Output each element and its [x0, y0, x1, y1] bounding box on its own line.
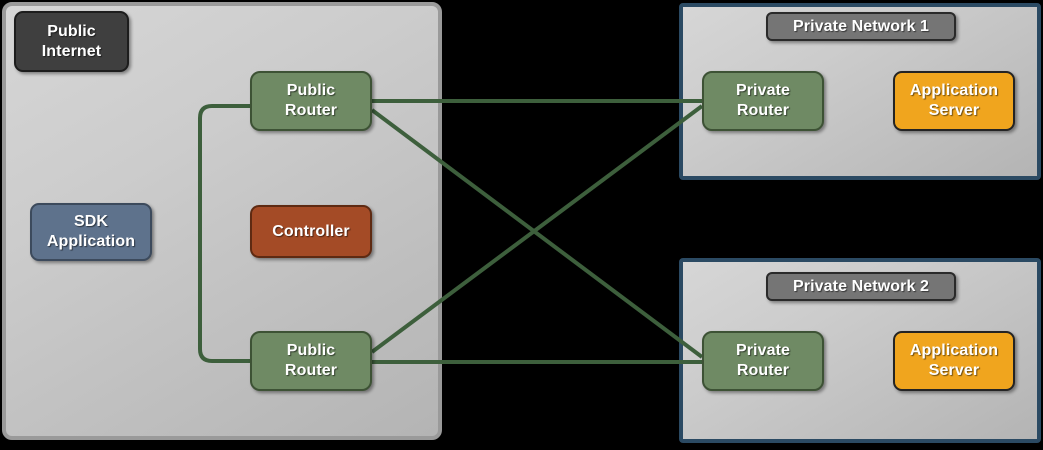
application-server-1-node[interactable]: Application Server — [893, 71, 1015, 131]
private-network-2-label: Private Network 2 — [766, 272, 956, 301]
application-server-2-node[interactable]: Application Server — [893, 331, 1015, 391]
public-router-top-node[interactable]: Public Router — [250, 71, 372, 131]
private-network-1-label: Private Network 1 — [766, 12, 956, 41]
controller-node[interactable]: Controller — [250, 205, 372, 258]
private-router-1-node[interactable]: Private Router — [702, 71, 824, 131]
sdk-application-node[interactable]: SDK Application — [30, 203, 152, 261]
private-router-2-node[interactable]: Private Router — [702, 331, 824, 391]
public-router-bottom-node[interactable]: Public Router — [250, 331, 372, 391]
public-internet-label: Public Internet — [14, 11, 129, 72]
